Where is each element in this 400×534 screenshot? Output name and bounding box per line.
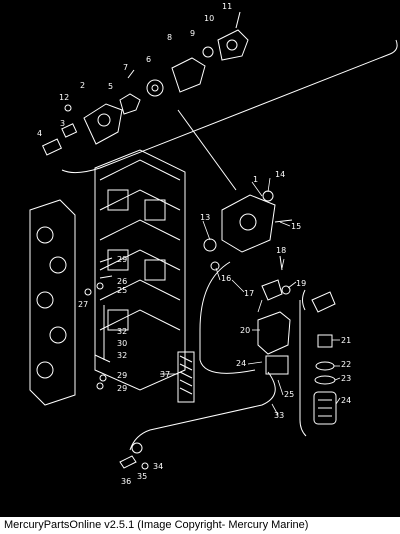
- callout-31: 30: [117, 339, 127, 348]
- callout-5: 5: [108, 82, 113, 91]
- callout-labels: 11 10 9 8 6 7 2 5 12 3 4 1 14 13 15 18 1…: [37, 2, 351, 486]
- callout-9: 9: [190, 29, 195, 38]
- hose-sleeve-37: [177, 351, 195, 403]
- callout-35: 35: [137, 472, 147, 481]
- fuel-pump-assembly: [203, 190, 293, 271]
- callout-33: 33: [274, 411, 284, 420]
- filter-bowl-detail: [299, 289, 337, 437]
- callout-23: 23: [341, 374, 351, 383]
- callout-19: 19: [296, 279, 306, 288]
- callout-20: 20: [240, 326, 250, 335]
- callout-29b: 29: [117, 384, 127, 393]
- callout-4: 4: [37, 129, 42, 138]
- callout-36: 36: [121, 477, 131, 486]
- callout-28: 27: [78, 300, 88, 309]
- engine-block: [94, 149, 186, 391]
- callout-10: 10: [204, 14, 214, 23]
- fuel-filter-assembly: [257, 255, 291, 375]
- cylinder-head-left: [29, 199, 76, 406]
- callout-8: 8: [167, 33, 172, 42]
- image-caption: MercuryPartsOnline v2.5.1 (Image Copyrig…: [0, 517, 400, 534]
- callout-21: 21: [341, 336, 351, 345]
- callout-17: 17: [244, 289, 254, 298]
- callout-26: 25: [117, 286, 127, 295]
- callout-25b: 25: [284, 390, 294, 399]
- callout-1: 1: [253, 175, 258, 184]
- callout-2: 2: [80, 81, 85, 90]
- callout-30: 29: [117, 371, 127, 380]
- callout-11: 11: [222, 2, 232, 11]
- parts-diagram: 11 10 9 8 6 7 2 5 12 3 4 1 14 13 15 18 1…: [0, 0, 400, 517]
- detail-bracket: [61, 39, 398, 174]
- detail-leader: [177, 109, 237, 191]
- fuel-hose-33: [129, 371, 276, 451]
- callout-29a: 29: [117, 255, 127, 264]
- callout-7: 7: [123, 63, 128, 72]
- callout-24: 24: [341, 396, 351, 405]
- callout-34: 34: [153, 462, 163, 471]
- callout-3: 3: [60, 119, 65, 128]
- callout-32a: 32: [117, 327, 127, 336]
- callout-14: 14: [275, 170, 285, 179]
- callout-32b: 32: [117, 351, 127, 360]
- callout-25a: 24: [236, 359, 246, 368]
- bottom-clamp-parts: [119, 442, 149, 470]
- callout-13: 13: [200, 213, 210, 222]
- callout-27: 26: [117, 277, 127, 286]
- callout-18: 18: [276, 246, 286, 255]
- callout-15: 15: [291, 222, 301, 231]
- fuel-pump-exploded: [41, 11, 249, 156]
- callout-22: 22: [341, 360, 351, 369]
- callout-12: 12: [59, 93, 69, 102]
- fasteners-left: [84, 257, 113, 390]
- callout-16: 16: [221, 274, 231, 283]
- callout-6: 6: [146, 55, 151, 64]
- fuel-hose-16: [199, 261, 256, 374]
- callout-37: 37: [160, 370, 170, 379]
